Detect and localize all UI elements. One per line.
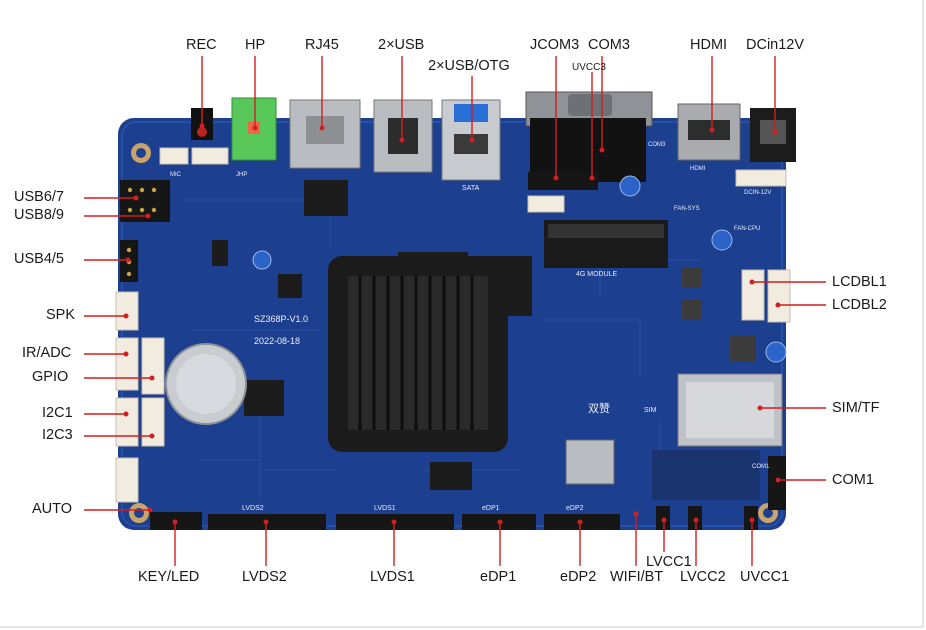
label-i2c1: I2C1 [42,405,73,421]
silk-lvds2: LVDS2 [242,505,264,512]
label-jcom3: JCOM3 [530,37,580,53]
lan-chip [304,180,348,216]
label-auto: AUTO [32,501,73,517]
iradc-connector [115,337,139,391]
label-lvcc1: LVCC1 [646,554,692,570]
label-usb67: USB6/7 [14,189,64,205]
lcdbl2-connector [767,269,791,323]
silk-sata: SATA [462,185,480,192]
silk-com1: COM1 [752,464,770,470]
silk-date: 2022-08-18 [254,336,300,346]
silk-dcin: DCIN-12V [744,190,771,196]
label-spk: SPK [46,307,76,323]
label-edp1: eDP1 [480,569,517,585]
rj45-connector [289,99,361,169]
label-simtf: SIM/TF [832,400,880,416]
usb67-89-header [120,180,170,222]
label-hdmi: HDMI [690,37,728,53]
label-lcdbl1: LCDBL1 [832,274,887,290]
silk-model: SZ368P-V1.0 [254,314,308,324]
silk-fan-cpu: FAN-CPU [734,226,760,232]
label-com1: COM1 [832,472,874,488]
label-rec: REC [186,37,217,53]
lcdbl1-connector [741,269,765,321]
silk-mic: MIC [170,172,182,178]
i2c3-connector [141,397,165,447]
wifi-module [565,439,615,485]
silk-fan-sys: FAN-SYS [674,206,700,212]
label-lcdbl2: LCDBL2 [832,297,887,313]
label-usb89: USB8/9 [14,207,64,223]
label-com3: COM3 [588,37,630,53]
silk-jhp: JHP [236,172,247,178]
com-header-block [652,450,760,500]
label-keyled: KEY/LED [138,569,200,585]
label-hp: HP [245,37,266,53]
capacitors [252,175,787,363]
label-wifibt: WIFI/BT [610,569,664,585]
silk-sim: SIM [644,407,657,414]
com1-header [768,456,786,510]
silk-brand: 双赞 [588,402,610,415]
label-usb2: 2×USB [378,37,425,53]
silk-com3: COM3 [648,142,666,148]
label-iradc: IR/ADC [22,345,72,361]
com3-body [530,118,646,182]
label-usb-otg: 2×USB/OTG [428,58,510,74]
label-dcin: DCin12V [746,37,805,53]
label-lvds1: LVDS1 [370,569,415,585]
uart-connector [115,457,139,503]
silk-module: 4G MODULE [576,271,618,278]
label-rj45: RJ45 [305,37,339,53]
cpu-heatsink [328,256,508,452]
silk-hdmi: HDMI [690,166,706,172]
silk-edp1: eDP1 [482,505,500,512]
label-edp2: eDP2 [560,569,597,585]
label-uvcc3: UVCC3 [572,62,606,73]
label-lvds2: LVDS2 [242,569,287,585]
label-uvcc1: UVCC1 [740,569,790,585]
spk-connector [115,291,139,331]
label-i2c3: I2C3 [42,427,73,443]
label-lvcc2: LVCC2 [680,569,726,585]
label-gpio: GPIO [32,369,69,385]
silk-edp2: eDP2 [566,505,584,512]
gpio-connector [141,337,165,395]
label-usb45: USB4/5 [14,251,64,267]
i2c1-connector [115,397,139,447]
silk-lvds1: LVDS1 [374,505,396,512]
jcom3-header [528,172,598,190]
leader-lines [84,56,826,566]
